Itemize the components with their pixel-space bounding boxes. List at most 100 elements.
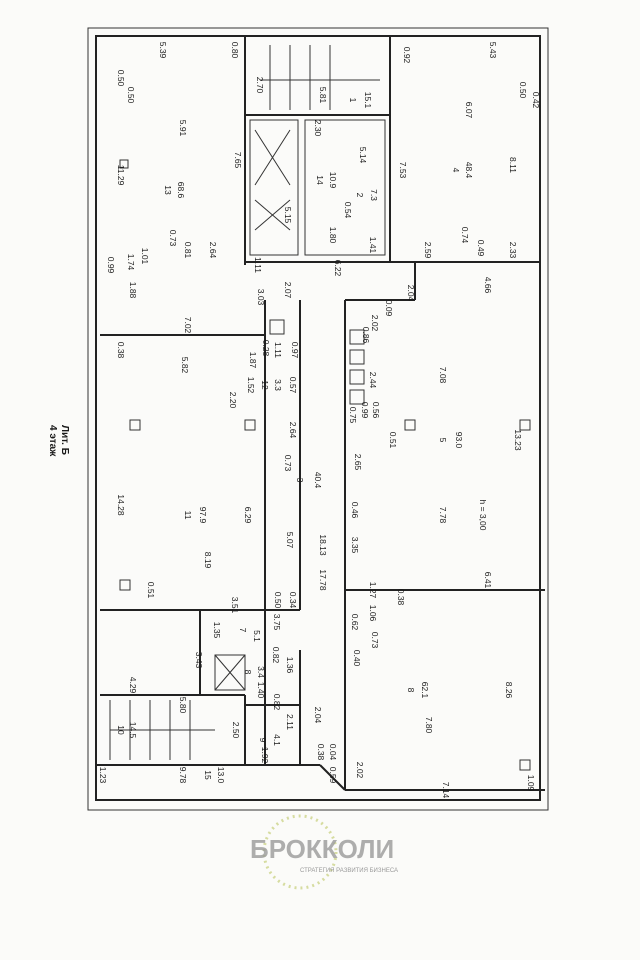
dimension-label: 0.86: [361, 327, 371, 344]
dimension-label: 6.29: [243, 507, 253, 524]
dimension-label: 0.73: [168, 230, 178, 247]
dimension-label: 7.08: [438, 367, 448, 384]
dimension-label: 17.78: [318, 569, 328, 591]
dimension-label: 2.64: [288, 422, 298, 439]
dimension-label: 2.70: [255, 77, 265, 94]
dimension-label: 13.0: [216, 767, 226, 784]
dimension-label: 3.3: [273, 379, 283, 391]
dimension-label: 6.07: [464, 102, 474, 119]
dimension-label: 0.82: [272, 694, 282, 711]
building-label: Лит. Б: [59, 425, 70, 455]
watermark: БРОККОЛИ СТРАТЕГИЯ РАЗВИТИЯ БИЗНЕСА: [250, 814, 398, 890]
dimension-label: 0.62: [350, 614, 360, 631]
dimension-label: 4.1: [272, 734, 282, 746]
dimension-label: 5.14: [358, 147, 368, 164]
dimension-label: 0.04: [328, 744, 338, 761]
dimension-label: 0.99: [106, 257, 116, 274]
dimension-label: 0.81: [183, 242, 193, 259]
dimension-label: 1.41: [368, 237, 378, 254]
dimension-label: 1.88: [128, 282, 138, 299]
dimension-label: 3.35: [350, 537, 360, 554]
dimension-label: 3: [295, 478, 305, 483]
dimension-label: 0.54: [343, 202, 353, 219]
dimension-label: 0.82: [271, 647, 281, 664]
dimension-label: 9: [258, 738, 268, 743]
dimension-label: 48.4: [464, 162, 474, 179]
dimension-label: 1: [348, 98, 358, 103]
dimension-label: 0.75: [348, 407, 358, 424]
dimension-label: 2.65: [353, 454, 363, 471]
dimension-label: 1.36: [285, 657, 295, 674]
dimension-label: 13: [163, 185, 173, 195]
dimension-label: 2.04: [313, 707, 323, 724]
dimension-label: 7.3: [369, 189, 379, 201]
dimension-label: 1.74: [126, 254, 136, 271]
dimension-label: 2.33: [508, 242, 518, 259]
dimension-label: 0.28: [261, 340, 271, 357]
walls: [87, 27, 549, 811]
dimension-label: 5.91: [178, 120, 188, 137]
dimension-label: 5: [438, 438, 448, 443]
dimension-label: 0.49: [476, 240, 486, 257]
dimension-label: 0.09: [384, 300, 394, 317]
dimension-label: 2.44: [368, 372, 378, 389]
dimension-label: 0.74: [460, 227, 470, 244]
dimension-label: 5.80: [178, 697, 188, 714]
dimension-label: 0.92: [402, 47, 412, 64]
dimension-label: 7: [238, 628, 248, 633]
dimension-label: 7.80: [424, 717, 434, 734]
dimension-label: 0.50: [126, 87, 136, 104]
dimension-label: 1.40: [256, 682, 266, 699]
watermark-tagline: СТРАТЕГИЯ РАЗВИТИЯ БИЗНЕСА: [300, 868, 398, 874]
dimension-label: 2.04: [406, 285, 416, 302]
dimension-label: 7.02: [183, 317, 193, 334]
dimension-label: 7.53: [398, 162, 408, 179]
dimension-label: 4.29: [128, 677, 138, 694]
dimension-label: 3.75: [272, 614, 282, 631]
dimension-label: 1.06: [368, 605, 378, 622]
dimension-label: 0.73: [283, 455, 293, 472]
dimension-label: 5.81: [318, 87, 328, 104]
dimension-label: 0.59: [328, 767, 338, 784]
dimension-label: 5.43: [488, 42, 498, 59]
dimension-label: 5.1: [252, 630, 262, 642]
dimension-label: 3.03: [256, 289, 266, 306]
dimension-label: 0.73: [370, 632, 380, 649]
dimension-label: 3.43: [194, 652, 204, 669]
dimension-label: 0.80: [230, 42, 240, 59]
dimension-label: 2.50: [231, 722, 241, 739]
dimension-label: 68.6: [176, 182, 186, 199]
dimension-label: 10.9: [328, 172, 338, 189]
dimension-label: 2.30: [313, 120, 323, 137]
dimension-label: 1.27: [368, 582, 378, 599]
dimension-label: 11.29: [116, 165, 126, 186]
dimension-label: 40.4: [313, 472, 323, 489]
watermark-brand: БРОККОЛИ: [250, 834, 394, 864]
dimension-label: 0.38: [116, 342, 126, 359]
dimension-label: 2.11: [285, 714, 295, 730]
dimension-label: 8.26: [504, 682, 514, 699]
dimension-label: 7.14: [441, 782, 451, 799]
dimension-label: 8.11: [508, 157, 518, 173]
dimension-label: 10: [116, 725, 126, 735]
dimension-label: 14: [315, 175, 325, 185]
dimension-label: 0.50: [518, 82, 528, 99]
dimension-label: 0.34: [288, 592, 298, 609]
dimension-label: 18.13: [318, 534, 328, 556]
dimension-label: 1.09: [526, 775, 536, 792]
dimension-label: 0.57: [288, 377, 298, 394]
dimension-label: 11: [183, 511, 193, 520]
dimension-label: 0.56: [371, 402, 381, 419]
dimension-label: 7.78: [438, 507, 448, 524]
dimension-label: 97.9: [198, 507, 208, 524]
dimension-label: 0.51: [146, 582, 156, 599]
dimension-label: 0.40: [352, 650, 362, 667]
dimension-label: 2.02: [370, 315, 380, 332]
dimension-label: 15.1: [363, 92, 373, 109]
dimension-label: 1.80: [328, 227, 338, 244]
dimension-label: 93.0: [454, 432, 464, 449]
dimension-label: 0.46: [350, 502, 360, 519]
dimension-label: 62.1: [420, 682, 430, 699]
